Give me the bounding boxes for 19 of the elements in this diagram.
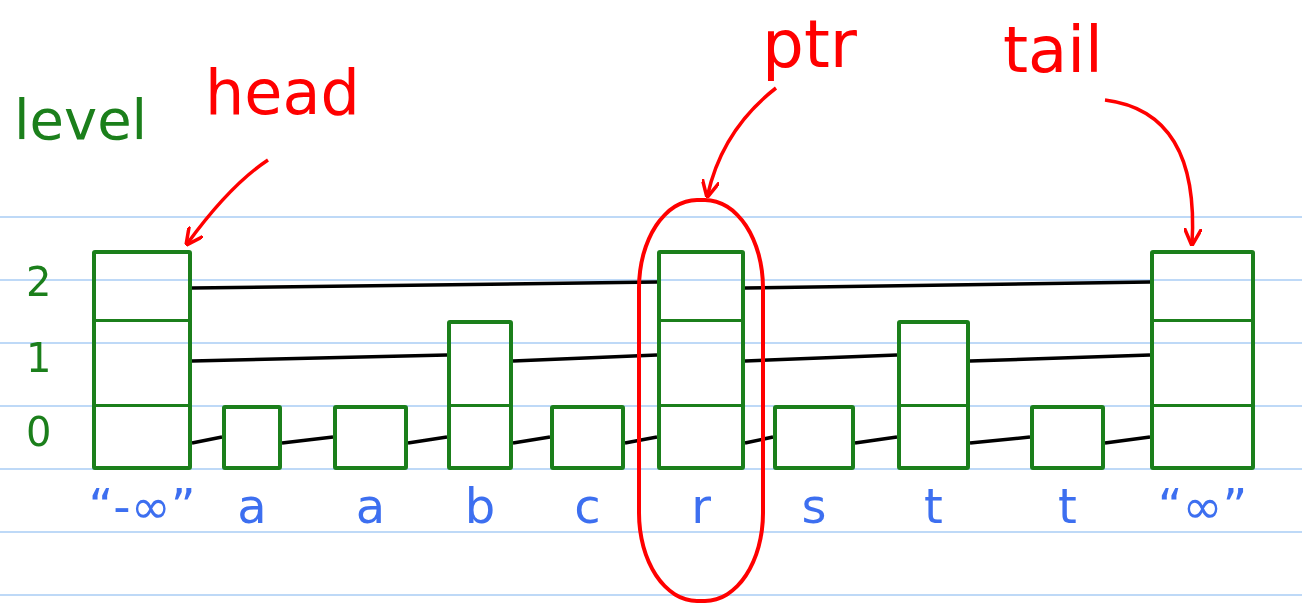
- level-number: 0: [26, 412, 52, 452]
- key-label: a: [237, 482, 267, 530]
- key-label: t: [924, 482, 943, 530]
- arrow: [701, 86, 778, 200]
- arrow: [1104, 98, 1203, 248]
- level-number: 1: [26, 338, 52, 378]
- key-label: “∞”: [1157, 482, 1248, 530]
- key-label: r: [691, 482, 711, 530]
- key-label: “-∞”: [88, 482, 196, 530]
- key-label: t: [1058, 482, 1077, 530]
- key-label: b: [464, 482, 496, 530]
- key-label: a: [355, 482, 386, 530]
- axis-title: level: [14, 92, 148, 148]
- key-label: s: [801, 482, 827, 530]
- pointer-label: head: [205, 62, 360, 124]
- pointer-label: tail: [1003, 18, 1103, 82]
- level-number: 2: [26, 262, 52, 302]
- arrow: [184, 158, 269, 248]
- key-label: c: [574, 482, 601, 530]
